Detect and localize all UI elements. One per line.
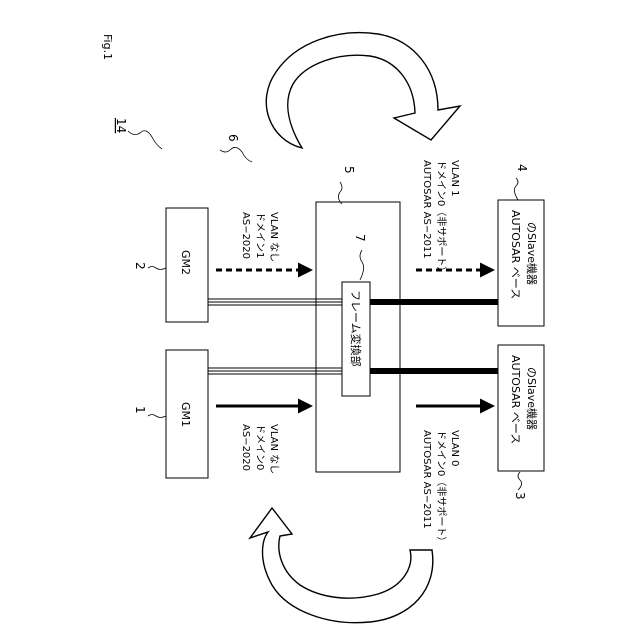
gm2-ann-1: AS−2020: [240, 212, 251, 259]
ref-14-leader: [128, 131, 162, 149]
gm2-annotation: AS−2020 ドメイン1 VLAN なし: [240, 212, 280, 262]
ref-1: 1: [133, 406, 147, 414]
gm2-label: GM2: [179, 250, 192, 275]
figure-label: Fig.1: [101, 34, 114, 60]
top-rotation-arrow: [266, 33, 460, 148]
slave-bottom-line2: のSlave機器: [525, 367, 539, 430]
top-thick-link: [370, 299, 498, 305]
ref-2: 2: [133, 262, 147, 270]
slave-bottom-ann-2: ドメイン0（非サポート）: [435, 430, 447, 546]
gm1-annotation: AS−2020 ドメイン0 VLAN なし: [240, 424, 280, 474]
slave-top-line2: のSlave機器: [525, 222, 539, 285]
gm2-ann-2: ドメイン1: [254, 212, 265, 258]
slave-top-annotation: AUTOSAR AS−2011 ドメイン0（非サポート） VLAN 1: [421, 160, 460, 276]
gm1-ann-2: ドメイン0: [254, 424, 265, 470]
bottom-thick-link: [370, 368, 498, 374]
ref-3-leader: [518, 472, 522, 490]
ref-5: 5: [342, 166, 356, 174]
slave-bottom-annotation: AUTOSAR AS−2011 ドメイン0（非サポート） VLAN 0: [421, 430, 460, 546]
slave-top-line1: AUTOSAR ベース: [509, 210, 522, 299]
gm1-ann-1: AS−2020: [240, 424, 251, 471]
slave-bottom-ann-1: AUTOSAR AS−2011: [421, 430, 432, 529]
ref-3: 3: [513, 492, 527, 500]
frame-converter-label: フレーム変換部: [349, 290, 363, 367]
ref-1-leader: [148, 415, 166, 418]
ref-2-leader: [148, 267, 166, 270]
slave-top-ann-3: VLAN 1: [449, 160, 460, 197]
ref-6-leader: [220, 147, 252, 162]
ref-14: 14: [114, 118, 128, 133]
gm1-label: GM1: [179, 402, 192, 427]
gm1-ann-3: VLAN なし: [268, 424, 280, 474]
ref-4: 4: [515, 164, 529, 172]
ref-7: 7: [353, 234, 367, 242]
slave-top-ann-2: ドメイン0（非サポート）: [435, 160, 447, 276]
slave-bottom-ann-3: VLAN 0: [449, 430, 460, 467]
slave-bottom-line1: AUTOSAR ベース: [509, 355, 522, 444]
ref-5-leader: [338, 182, 342, 204]
ref-6: 6: [226, 134, 240, 142]
slave-top-ann-1: AUTOSAR AS−2011: [421, 160, 432, 259]
gm2-ann-3: VLAN なし: [268, 212, 280, 262]
ref-4-leader: [514, 178, 518, 200]
bottom-rotation-arrow: [250, 508, 433, 623]
